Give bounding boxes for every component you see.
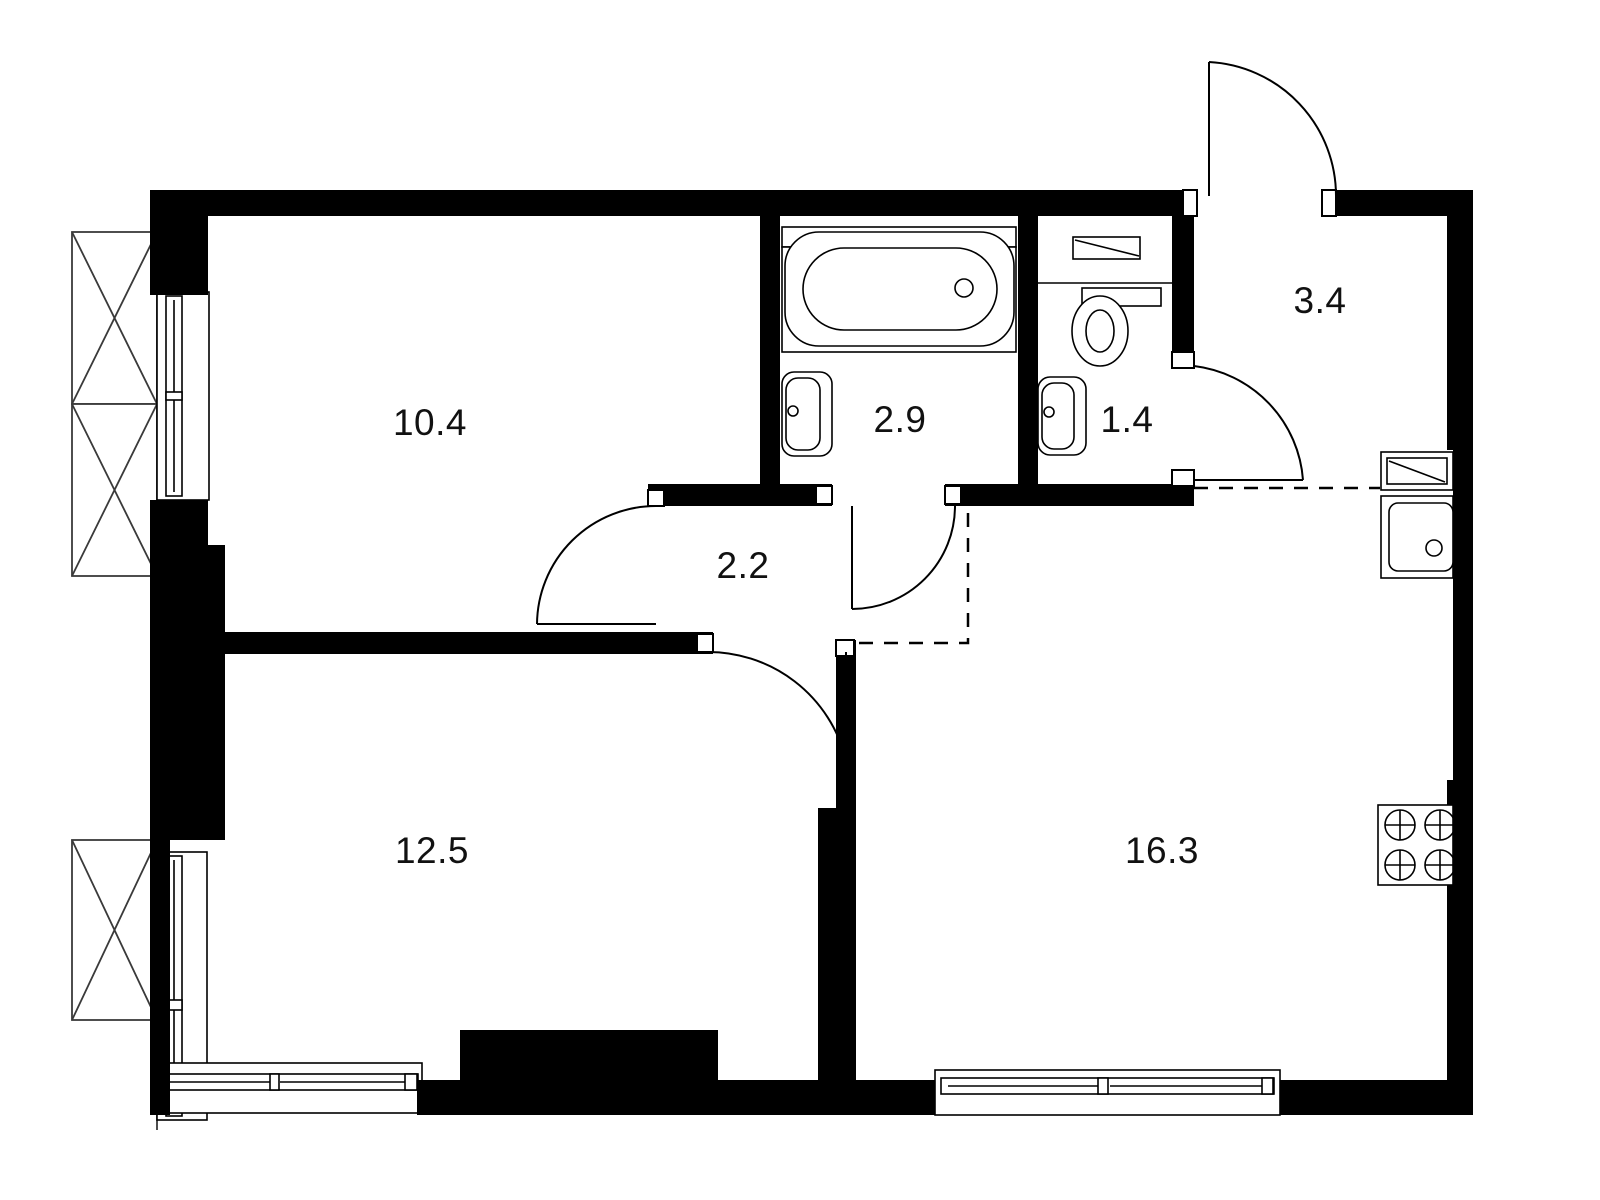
balcony-upper [71, 231, 158, 577]
room-area-wc: 1.4 [1101, 399, 1154, 440]
balcony-lower [71, 839, 158, 1130]
bathtub-icon [781, 226, 1017, 353]
entrance-door[interactable] [1208, 61, 1338, 197]
bedroom-1-door[interactable] [536, 505, 657, 625]
kitchen-sink-icon [1380, 495, 1454, 579]
dashed-partition-line [856, 486, 1380, 645]
washbasin-icon-bath [781, 371, 833, 457]
window-bedroom-1 [156, 291, 210, 501]
room-area-entrance-hall: 3.4 [1294, 280, 1347, 321]
bathroom-door[interactable] [851, 505, 956, 610]
room-area-kitchen-living: 16.3 [1125, 830, 1199, 871]
room-area-bedroom-2: 12.5 [395, 830, 469, 871]
shelf-icon [1072, 236, 1141, 260]
door-jambs [647, 189, 1337, 657]
room-area-bathroom: 2.9 [874, 399, 927, 440]
wc-door[interactable] [1193, 365, 1304, 481]
washbasin-icon-wc [1037, 376, 1087, 456]
bedroom-2-door[interactable] [704, 650, 847, 761]
room-area-bedroom-1: 10.4 [393, 402, 467, 443]
exterior-walls [150, 190, 1473, 1115]
toilet-icon [1038, 282, 1194, 367]
room-area-corridor: 2.2 [717, 545, 770, 586]
window-kitchen-living [934, 1069, 1281, 1116]
range-hood-icon [1380, 451, 1454, 491]
window-bedroom-2 [156, 1062, 423, 1114]
interior-walls [225, 190, 1194, 1088]
cooktop-icon [1377, 804, 1456, 886]
